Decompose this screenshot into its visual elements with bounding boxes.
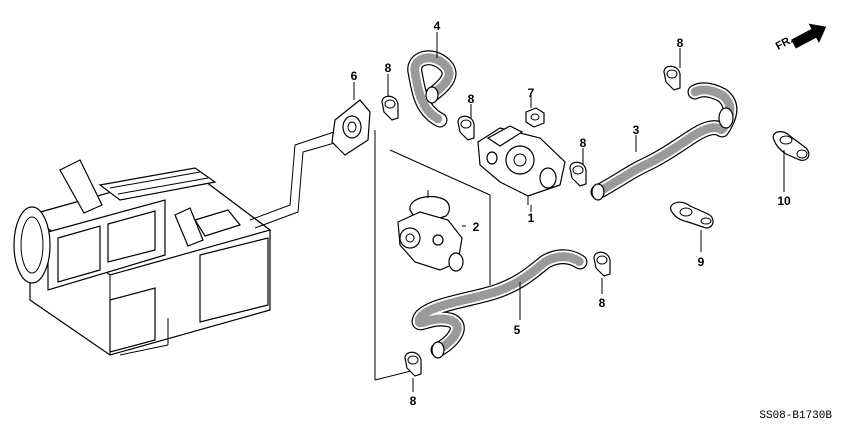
callout-5: 5 [514, 323, 521, 337]
callout-3: 3 [633, 123, 640, 137]
callout-7: 7 [528, 86, 535, 100]
water-valve-part-2 [397, 190, 464, 272]
hose-part-3 [590, 82, 738, 201]
diagram-code: SS08-B1730B [759, 410, 832, 422]
nut-part-7 [525, 107, 545, 128]
hose-clamp-part-8-f [404, 351, 422, 377]
bracket-lines [374, 130, 491, 381]
hose-clamp-part-8-b [457, 115, 475, 141]
front-direction-arrow-icon [791, 23, 827, 49]
hose-clamp-part-8-d [663, 65, 681, 91]
clamp-part-10 [772, 131, 810, 161]
callout-1: 1 [528, 211, 535, 225]
callout-2: 2 [473, 220, 480, 234]
callout-8-d: 8 [677, 36, 684, 50]
callout-4: 4 [434, 19, 441, 33]
heater-unit [13, 129, 346, 356]
callout-9: 9 [698, 255, 705, 269]
leader-lines [353, 32, 785, 392]
hose-clamp-part-8-c [569, 161, 587, 187]
hose-clamp-part-8-a [381, 95, 399, 121]
callout-8-b: 8 [468, 92, 475, 106]
grommet-part-6 [331, 99, 371, 156]
hose-part-5 [411, 249, 588, 359]
water-valve-part-1 [477, 125, 566, 205]
clamp-part-9 [670, 201, 714, 229]
callout-8-c: 8 [580, 136, 587, 150]
callout-10: 10 [777, 194, 791, 208]
hose-clamp-part-8-e [593, 251, 611, 277]
direction-label: FR. [774, 34, 795, 53]
callout-8-a: 8 [385, 61, 392, 75]
callout-8-f: 8 [410, 394, 417, 408]
hose-part-4 [407, 50, 457, 128]
callout-8-e: 8 [599, 296, 606, 310]
callout-6: 6 [351, 69, 358, 83]
